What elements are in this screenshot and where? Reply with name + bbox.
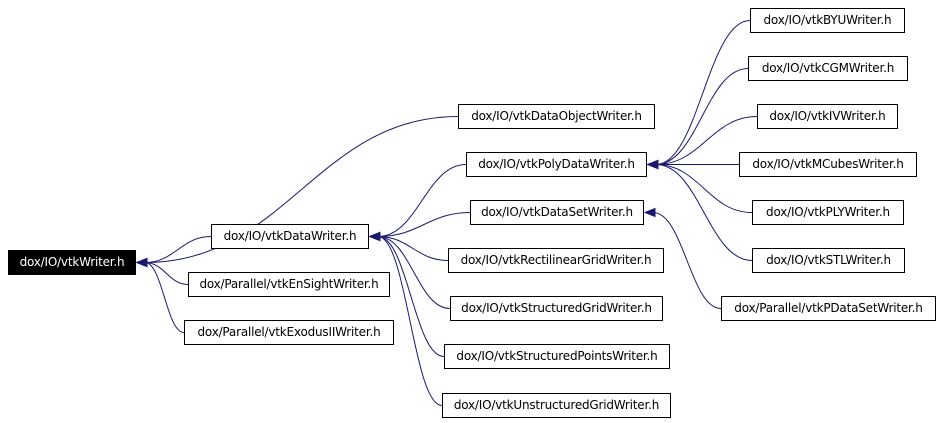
arrowhead-vtkUnstructuredGridWriter-to-vtkDataWriter — [368, 231, 381, 242]
node-vtkPolyDataWriter[interactable]: dox/IO/vtkPolyDataWriter.h — [466, 152, 647, 177]
node-vtkStructuredGridWriter[interactable]: dox/IO/vtkStructuredGridWriter.h — [450, 296, 663, 321]
node-vtkUnstructuredGridWriter[interactable]: dox/IO/vtkUnstructuredGridWriter.h — [442, 393, 671, 418]
arrowhead-vtkExodusIIWriter-to-vtkWriter — [135, 257, 148, 268]
node-vtkBYUWriter[interactable]: dox/IO/vtkBYUWriter.h — [750, 8, 905, 33]
edge-vtkUnstructuredGridWriter-to-vtkDataWriter — [377, 236, 443, 406]
node-vtkDataWriter[interactable]: dox/IO/vtkDataWriter.h — [211, 224, 369, 249]
node-vtkIVWriter[interactable]: dox/IO/vtkIVWriter.h — [757, 104, 898, 129]
edge-vtkPLYWriter-to-vtkPolyDataWriter — [655, 164, 753, 213]
node-vtkRectilinearGridWriter[interactable]: dox/IO/vtkRectilinearGridWriter.h — [448, 248, 664, 273]
node-vtkEnSightWriter[interactable]: dox/Parallel/vtkEnSightWriter.h — [188, 272, 390, 297]
edge-vtkIVWriter-to-vtkPolyDataWriter — [655, 116, 758, 165]
node-vtkPDataSetWriter[interactable]: dox/Parallel/vtkPDataSetWriter.h — [721, 296, 936, 321]
node-vtkStructuredPointsWriter[interactable]: dox/IO/vtkStructuredPointsWriter.h — [444, 344, 670, 369]
edge-vtkDataObjectWriter-to-vtkWriter — [144, 116, 459, 263]
node-vtkMCubesWriter[interactable]: dox/IO/vtkMCubesWriter.h — [739, 152, 917, 177]
node-vtkExodusIIWriter[interactable]: dox/Parallel/vtkExodusIIWriter.h — [184, 320, 394, 345]
edge-vtkStructuredGridWriter-to-vtkDataWriter — [377, 236, 451, 309]
node-vtkPLYWriter[interactable]: dox/IO/vtkPLYWriter.h — [752, 200, 904, 225]
node-vtkSTLWriter[interactable]: dox/IO/vtkSTLWriter.h — [752, 248, 905, 273]
node-vtkWriter[interactable]: dox/IO/vtkWriter.h — [8, 250, 136, 275]
edge-vtkEnSightWriter-to-vtkWriter — [144, 262, 189, 285]
edge-vtkRectilinearGridWriter-to-vtkDataWriter — [377, 236, 449, 261]
arrowhead-vtkPDataSetWriter-to-vtkDataSetWriter — [643, 207, 656, 218]
node-vtkDataSetWriter[interactable]: dox/IO/vtkDataSetWriter.h — [470, 200, 644, 225]
edge-vtkExodusIIWriter-to-vtkWriter — [144, 262, 185, 333]
edge-vtkSTLWriter-to-vtkPolyDataWriter — [655, 164, 753, 261]
edge-vtkPolyDataWriter-to-vtkDataWriter — [377, 164, 467, 237]
edge-vtkCGMWriter-to-vtkPolyDataWriter — [655, 68, 749, 165]
edge-vtkDataWriter-to-vtkWriter — [144, 236, 212, 263]
edge-vtkPDataSetWriter-to-vtkDataSetWriter — [652, 212, 722, 309]
node-vtkDataObjectWriter[interactable]: dox/IO/vtkDataObjectWriter.h — [458, 104, 655, 129]
edge-vtkDataSetWriter-to-vtkDataWriter — [377, 212, 471, 237]
arrowhead-vtkSTLWriter-to-vtkPolyDataWriter — [646, 159, 659, 170]
edge-vtkBYUWriter-to-vtkPolyDataWriter — [655, 20, 751, 165]
node-vtkCGMWriter[interactable]: dox/IO/vtkCGMWriter.h — [748, 56, 908, 81]
edge-vtkStructuredPointsWriter-to-vtkDataWriter — [377, 236, 445, 357]
